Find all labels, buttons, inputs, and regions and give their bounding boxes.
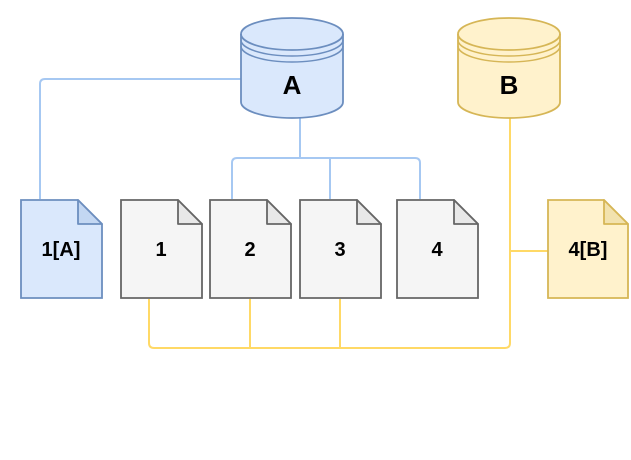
- database-cylinder-icon: [240, 17, 344, 119]
- document-2-label: 2: [244, 239, 255, 261]
- node-database-b: B: [457, 17, 561, 119]
- database-rim: [240, 33, 344, 51]
- database-cylinder-icon: [457, 17, 561, 119]
- database-disk-line: [240, 45, 344, 63]
- page-fold: [266, 199, 292, 225]
- page-fold: [177, 199, 203, 225]
- page-fold: [603, 199, 629, 225]
- document-4-label: 4: [431, 239, 443, 261]
- document-1-label: 1: [155, 239, 166, 261]
- node-document-1: 1: [120, 199, 203, 299]
- document-1a-label: 1[A]: [42, 239, 81, 261]
- database-disk-line: [457, 39, 561, 57]
- document-4b-label: 4[B]: [569, 239, 608, 261]
- database-rim: [457, 33, 561, 51]
- database-b-label: B: [500, 70, 519, 100]
- node-document-1a: 1[A]: [20, 199, 103, 299]
- database-disk-line: [240, 39, 344, 57]
- node-document-3: 3: [299, 199, 382, 299]
- node-document-4: 4: [396, 199, 479, 299]
- database-disk-line: [457, 45, 561, 63]
- page-fold: [77, 199, 103, 225]
- edge-a-to-1a: [39, 78, 241, 199]
- node-database-a: A: [240, 17, 344, 119]
- node-document-4b: 4[B]: [547, 199, 629, 299]
- database-a-label: A: [283, 70, 302, 100]
- edge-a-branch-rail: [231, 157, 421, 199]
- page-fold: [453, 199, 479, 225]
- node-document-2: 2: [209, 199, 292, 299]
- edge-b-rail: [148, 118, 511, 349]
- document-3-label: 3: [334, 239, 345, 261]
- page-fold: [356, 199, 382, 225]
